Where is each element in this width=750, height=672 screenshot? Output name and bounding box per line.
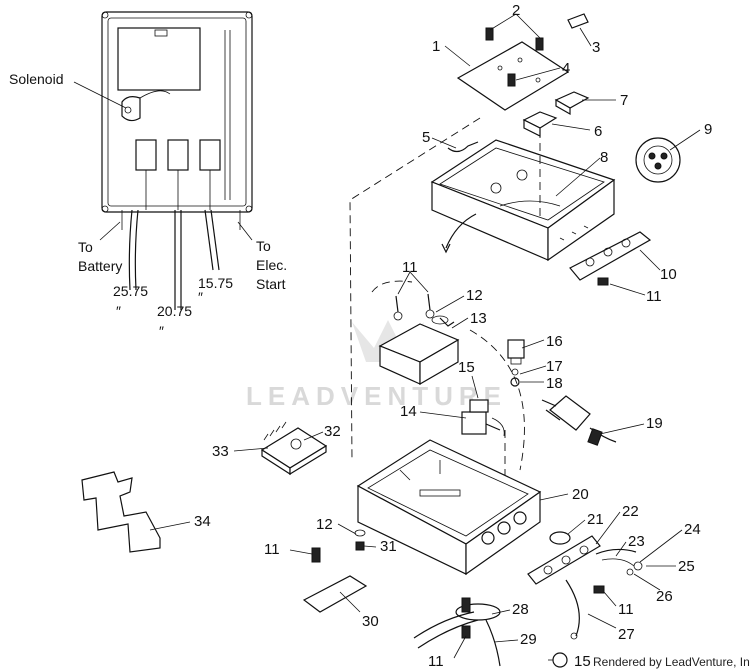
callout-14: 14: [400, 403, 417, 420]
lower-housing: [302, 439, 643, 668]
label-length-b: 20.75: [157, 303, 192, 319]
label-length-c-unit: ″: [198, 289, 203, 305]
callout-18: 18: [546, 375, 563, 392]
lid-assembly: [349, 13, 681, 461]
callout-12-a: 12: [466, 287, 483, 304]
callout-4: 4: [562, 60, 570, 77]
callout-9: 9: [704, 121, 712, 138]
callout-2: 2: [512, 2, 520, 19]
callout-10: 10: [660, 266, 677, 283]
middle-assembly: [371, 280, 617, 540]
callout-28: 28: [512, 601, 529, 618]
callout-11-b: 11: [402, 259, 418, 276]
watermark-text: LEADVENTURE: [246, 381, 507, 411]
label-to-elec-1: To: [256, 238, 271, 254]
label-length-b-unit: ″: [159, 323, 164, 339]
callout-23: 23: [628, 533, 645, 550]
label-length-a: 25.75: [113, 283, 148, 299]
callout-30: 30: [362, 613, 379, 630]
callout-numbers: 1 2 3 4 5 6 7 8 9 10 11 11 11 11 11 12 1…: [194, 2, 712, 670]
callout-17: 17: [546, 358, 563, 375]
label-to-battery-2: Battery: [78, 258, 122, 274]
callout-7: 7: [620, 92, 628, 109]
callout-31: 31: [380, 538, 397, 555]
callout-26: 26: [656, 588, 673, 605]
callout-24: 24: [684, 521, 701, 538]
left-parts: [81, 421, 328, 553]
label-to-elec-2: Elec.: [256, 257, 287, 273]
callout-5: 5: [422, 129, 430, 146]
callout-19: 19: [646, 415, 663, 432]
callout-11-d: 11: [618, 601, 634, 618]
callout-34: 34: [194, 513, 211, 530]
label-to-elec-3: Start: [256, 276, 286, 292]
callout-15-a: 15: [458, 359, 475, 376]
callout-27: 27: [618, 626, 635, 643]
credit-text: Rendered by LeadVenture, Inc.: [593, 655, 750, 669]
label-length-c: 15.75: [198, 275, 233, 291]
callout-11-c: 11: [264, 541, 280, 558]
label-to-battery-1: To: [78, 239, 93, 255]
callout-20: 20: [572, 486, 589, 503]
callout-3: 3: [592, 39, 600, 56]
callout-11-e: 11: [428, 653, 444, 670]
callout-1: 1: [432, 38, 440, 55]
callout-16: 16: [546, 333, 563, 350]
callout-6: 6: [594, 123, 602, 140]
label-solenoid: Solenoid: [9, 71, 64, 87]
inset-wiring-diagram: Solenoid To Battery To Elec. Start 25.75…: [9, 11, 287, 339]
callout-8: 8: [600, 149, 608, 166]
callout-22: 22: [622, 503, 639, 520]
callout-11-a: 11: [646, 288, 662, 305]
callout-32: 32: [324, 423, 341, 440]
callout-33: 33: [212, 443, 229, 460]
callout-29: 29: [520, 631, 537, 648]
callout-13: 13: [470, 310, 487, 327]
label-length-a-unit: ″: [116, 303, 121, 319]
callout-15-b: 15: [574, 653, 591, 670]
callout-25: 25: [678, 558, 695, 575]
callout-12-b: 12: [316, 516, 333, 533]
callout-21: 21: [587, 511, 604, 528]
leader-lines: [149, 13, 701, 661]
